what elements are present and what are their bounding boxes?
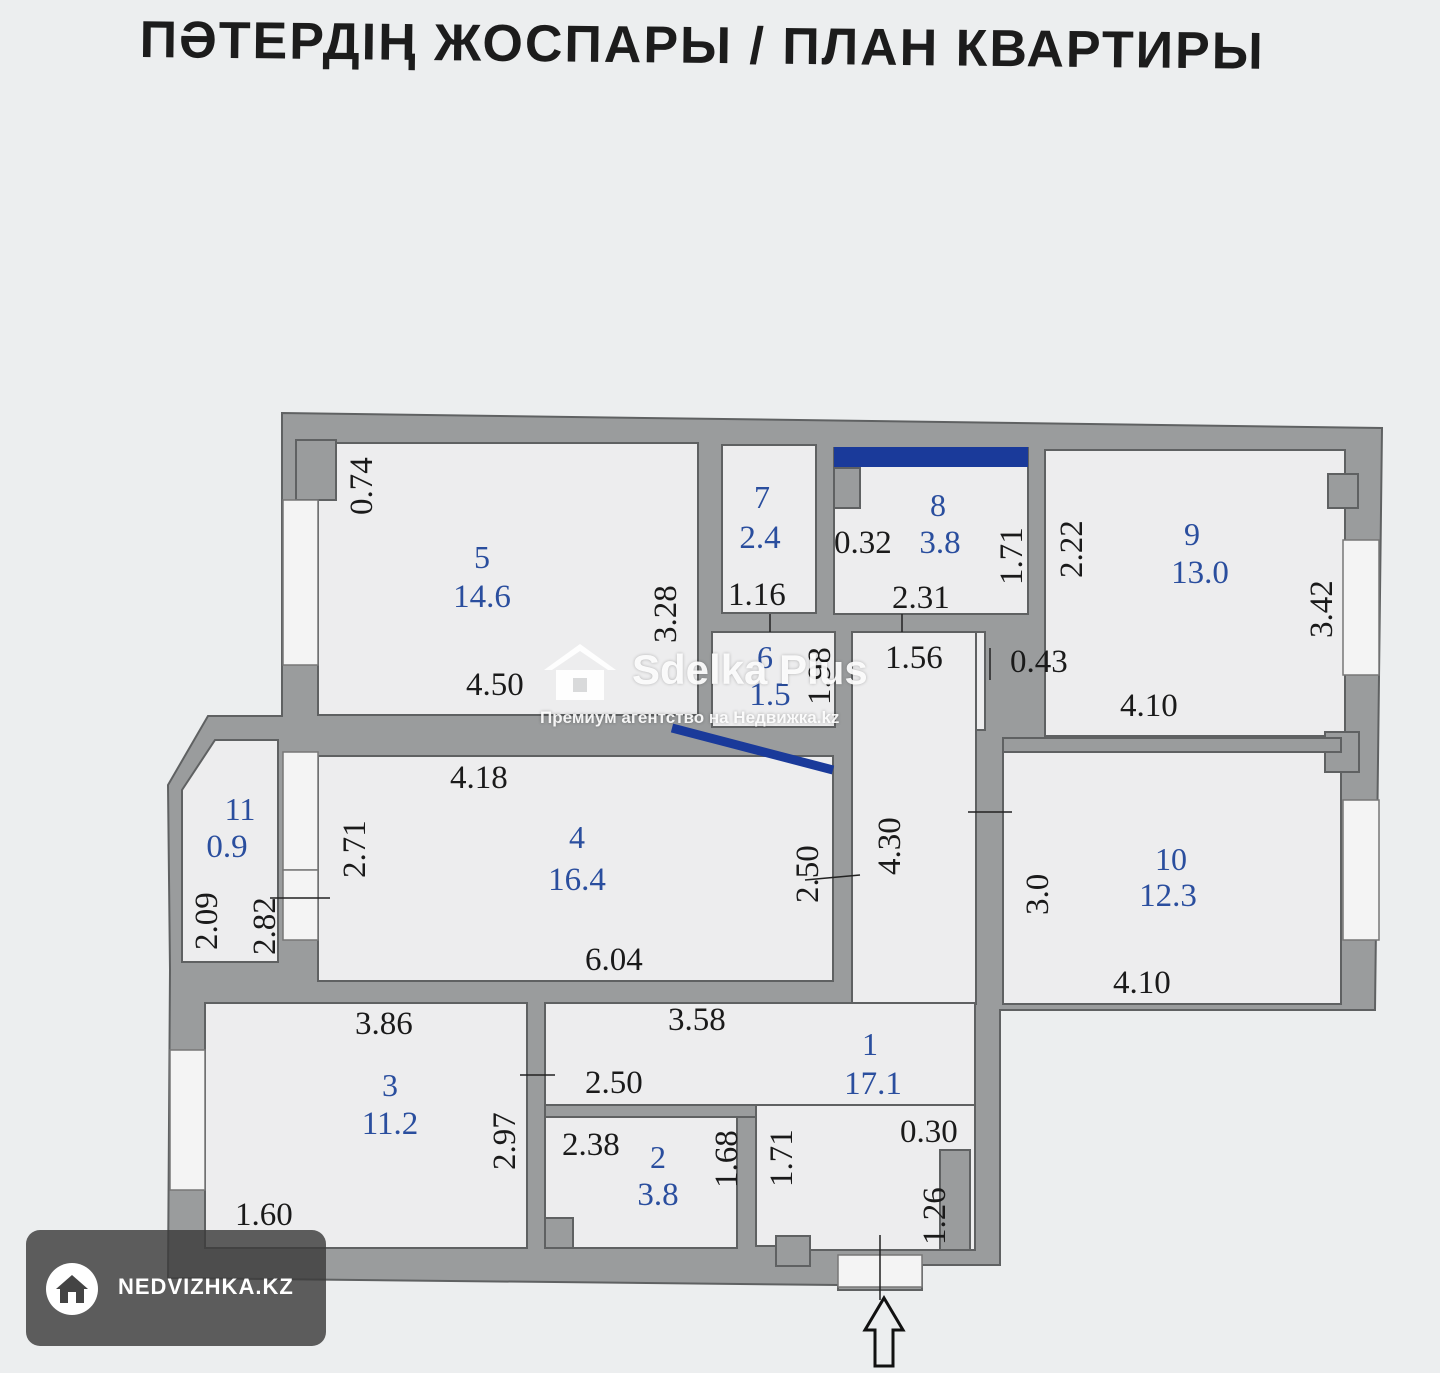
dim-label: 2.38 <box>562 1127 620 1163</box>
dim-label: 3.86 <box>355 1006 413 1042</box>
dim-label: 2.97 <box>487 1112 523 1170</box>
room-1-left <box>544 1002 976 1106</box>
room-9-floor <box>1044 449 1346 737</box>
dim-label: 1.68 <box>709 1130 745 1188</box>
room-3-floor <box>204 1002 528 1249</box>
dim-label: 1.56 <box>885 640 943 676</box>
window <box>282 869 319 941</box>
room-6-area: 1.5 <box>749 677 790 713</box>
dim-label: 4.50 <box>466 667 524 703</box>
room-3-number: 3 <box>382 1067 398 1103</box>
wall-segment <box>1327 473 1359 509</box>
room-4-area: 16.4 <box>548 862 606 898</box>
room-4-floor <box>317 755 834 982</box>
window <box>169 1049 206 1191</box>
room-8-floor <box>833 447 1029 615</box>
wall-segment <box>1002 737 1342 753</box>
dim-label: 2.82 <box>247 897 283 955</box>
wall-segment <box>544 1104 757 1118</box>
room-7-number: 7 <box>754 479 770 515</box>
dim-label: 2.09 <box>189 892 225 950</box>
room-5-floor <box>317 442 699 716</box>
room-5-number: 5 <box>474 539 490 575</box>
room-8-area: 3.8 <box>919 525 960 561</box>
room-11-floor <box>181 739 279 963</box>
dim-label: 1.98 <box>802 647 838 705</box>
room-8-number: 8 <box>930 487 946 523</box>
house-icon <box>46 1263 98 1315</box>
window <box>282 751 319 871</box>
room-9-number: 9 <box>1184 516 1200 552</box>
dim-label: 1.71 <box>764 1129 800 1187</box>
room-7-area: 2.4 <box>739 520 780 556</box>
dim-label: 0.30 <box>900 1114 958 1150</box>
room-3-area: 11.2 <box>362 1106 419 1142</box>
wall-segment <box>295 439 337 501</box>
arrow-up-icon <box>862 1295 906 1368</box>
site-badge[interactable]: NEDVIZHKA.KZ <box>26 1230 326 1346</box>
dim-label: 2.22 <box>1054 520 1090 578</box>
dim-label: 2.50 <box>585 1065 643 1101</box>
dim-label: 4.10 <box>1113 965 1171 1001</box>
room-10-floor <box>1002 751 1342 1005</box>
window <box>1342 799 1380 941</box>
dim-label: 4.10 <box>1120 688 1178 724</box>
dim-label: 4.30 <box>872 817 908 875</box>
watermark: Sdelka Plus Премиум агентство на Недвижк… <box>540 640 920 730</box>
dim-label: 1.26 <box>917 1187 953 1245</box>
window <box>282 499 319 666</box>
dim-label: 0.32 <box>834 525 892 561</box>
room-6-number: 6 <box>757 639 773 675</box>
wall-segment <box>775 1235 811 1267</box>
wall-segment <box>939 1149 971 1251</box>
dim-label: 1.60 <box>235 1197 293 1233</box>
dim-label: 1.16 <box>728 577 786 613</box>
window <box>1342 539 1380 676</box>
badge-label: NEDVIZHKA.KZ <box>118 1274 294 1299</box>
door-accent <box>670 723 835 775</box>
dim-label: 0.74 <box>344 457 380 515</box>
wall-segment <box>544 1217 574 1249</box>
dim-label: 3.58 <box>668 1002 726 1038</box>
room-11-area: 0.9 <box>206 829 247 865</box>
room-2-area: 3.8 <box>637 1177 678 1213</box>
room-10-number: 10 <box>1155 841 1187 877</box>
room-1-number: 1 <box>862 1026 878 1062</box>
room-2-number: 2 <box>650 1139 666 1175</box>
dim-label: 2.71 <box>337 820 373 878</box>
dim-label: 3.42 <box>1304 580 1340 638</box>
dim-label: 6.04 <box>585 942 643 978</box>
room-1-area: 17.1 <box>844 1066 902 1102</box>
door-tick <box>804 874 861 881</box>
dim-label: 0.43 <box>1010 644 1068 680</box>
room-11-number: 11 <box>225 791 256 827</box>
accent-wall <box>834 447 1028 467</box>
dim-label: 3.0 <box>1020 874 1056 915</box>
room-9-area: 13.0 <box>1171 555 1229 591</box>
room-10-area: 12.3 <box>1139 878 1197 914</box>
dim-label: 3.28 <box>648 585 684 643</box>
dim-label: 4.18 <box>450 760 508 796</box>
dim-label: 2.31 <box>892 580 950 616</box>
wall-segment <box>833 467 861 509</box>
dim-label: 1.71 <box>994 527 1030 585</box>
house-logo-icon <box>544 644 616 700</box>
dim-label: 2.50 <box>790 845 826 903</box>
room-5-area: 14.6 <box>453 579 511 615</box>
watermark-subtitle: Премиум агентство на Недвижка.kz <box>540 708 840 727</box>
room-6-floor <box>711 631 836 728</box>
room-2-floor <box>544 1116 738 1249</box>
watermark-name: Sdelka Plus <box>632 646 868 693</box>
room-1-upper <box>851 631 977 1005</box>
room-7-floor <box>721 444 817 614</box>
room-4-number: 4 <box>569 819 585 855</box>
